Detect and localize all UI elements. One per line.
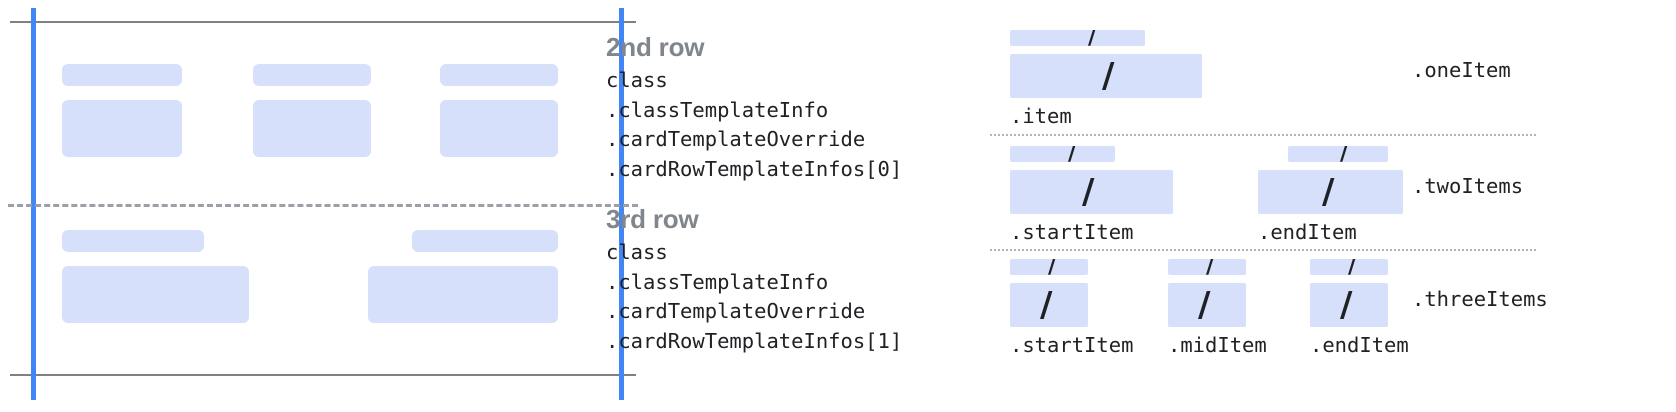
block-title-3rd-row: 3rd row <box>606 204 699 234</box>
variant-separator-2 <box>990 249 1536 251</box>
slot-end-item: / / .endItem <box>1258 146 1403 244</box>
item-variants-diagram: / / .item .oneItem / / .startItem / / <box>990 0 1676 412</box>
row-3rd-col-1-content-bar <box>62 266 249 323</box>
slash-icon: / <box>1348 259 1357 275</box>
code-line-2nd-row-2: .cardTemplateOverride <box>606 127 866 151</box>
slash-icon: / <box>1048 259 1057 275</box>
variant-label-one-item: .oneItem <box>1412 58 1511 82</box>
code-line-2nd-row-1: .classTemplateInfo <box>606 97 829 122</box>
slot-start-item-label-bar: / <box>1010 259 1088 275</box>
slot-label-start-item: .startItem <box>1010 220 1134 244</box>
slot-end-item-label-bar: / <box>1288 146 1388 162</box>
row-3rd-col-1-label-bar <box>62 230 204 252</box>
slash-icon: / <box>1206 259 1215 275</box>
slash-icon: / <box>1088 30 1097 46</box>
slot-end-item-content-bar: / <box>1258 170 1403 214</box>
text-block-2nd-row: 2nd row class .classTemplateInfo .cardTe… <box>606 32 902 184</box>
code-line-3rd-row-0: class <box>606 240 668 264</box>
slot-label-end-item: .endItem <box>1258 220 1357 244</box>
slot-item-content-bar: / <box>1010 54 1202 98</box>
row-divider-dashed <box>8 204 638 207</box>
slot-mid-item-label-bar: / <box>1168 259 1246 275</box>
row-3rd-col-2-content-bar <box>368 266 558 323</box>
code-line-3rd-row-2: .cardTemplateOverride <box>606 299 866 323</box>
code-line-2nd-row-0: class <box>606 68 668 92</box>
slot-end-item: / / .endItem <box>1310 259 1409 357</box>
panel-top-border <box>10 21 636 23</box>
slot-end-item-content-bar: / <box>1310 283 1388 327</box>
slot-start-item-content-bar: / <box>1010 170 1173 214</box>
code-line-2nd-row-3: .cardRowTemplateInfos[0] <box>606 156 903 181</box>
slash-icon: / <box>1198 285 1211 325</box>
row-2nd-col-1-label-bar <box>62 64 182 86</box>
slot-item-label-bar: / <box>1010 30 1145 46</box>
slash-icon: / <box>1340 285 1353 325</box>
slot-start-item: / / .startItem <box>1010 146 1173 244</box>
slot-start-item-label-bar: / <box>1010 146 1115 162</box>
panel-bottom-border <box>10 374 636 376</box>
card-row-layout-diagram <box>0 0 640 412</box>
row-2nd-col-3-label-bar <box>440 64 558 86</box>
slash-icon: / <box>1340 146 1349 162</box>
slot-mid-item: / / .midItem <box>1168 259 1267 357</box>
text-block-3rd-row: 3rd row class .classTemplateInfo .cardTe… <box>606 204 902 356</box>
slot-item: / / .item <box>1010 30 1202 128</box>
code-line-3rd-row-3: .cardRowTemplateInfos[1] <box>606 328 903 353</box>
slash-icon: / <box>1102 56 1115 96</box>
row-2nd-col-2-content-bar <box>253 100 371 157</box>
slot-label-item: .item <box>1010 104 1072 128</box>
slash-icon: / <box>1040 285 1053 325</box>
slot-end-item-label-bar: / <box>1310 259 1388 275</box>
slot-label-mid-item: .midItem <box>1168 333 1267 357</box>
variant-separator-1 <box>990 134 1536 136</box>
slash-icon: / <box>1322 172 1335 212</box>
row-2nd-col-1-content-bar <box>62 100 182 157</box>
block-title-2nd-row: 2nd row <box>606 32 705 62</box>
slot-start-item: / / .startItem <box>1010 259 1133 357</box>
variant-label-two-items: .twoItems <box>1412 174 1524 198</box>
slash-icon: / <box>1082 172 1095 212</box>
slash-icon: / <box>1068 146 1077 162</box>
slot-mid-item-content-bar: / <box>1168 283 1246 327</box>
code-line-3rd-row-1: .classTemplateInfo <box>606 269 829 294</box>
slot-label-start-item: .startItem <box>1010 333 1134 357</box>
variant-label-three-items: .threeItems <box>1412 287 1548 311</box>
slot-label-end-item: .endItem <box>1310 333 1409 357</box>
row-2nd-col-2-label-bar <box>253 64 371 86</box>
row-2nd-col-3-content-bar <box>440 100 558 157</box>
slot-start-item-content-bar: / <box>1010 283 1088 327</box>
row-3rd-col-2-label-bar <box>412 230 558 252</box>
